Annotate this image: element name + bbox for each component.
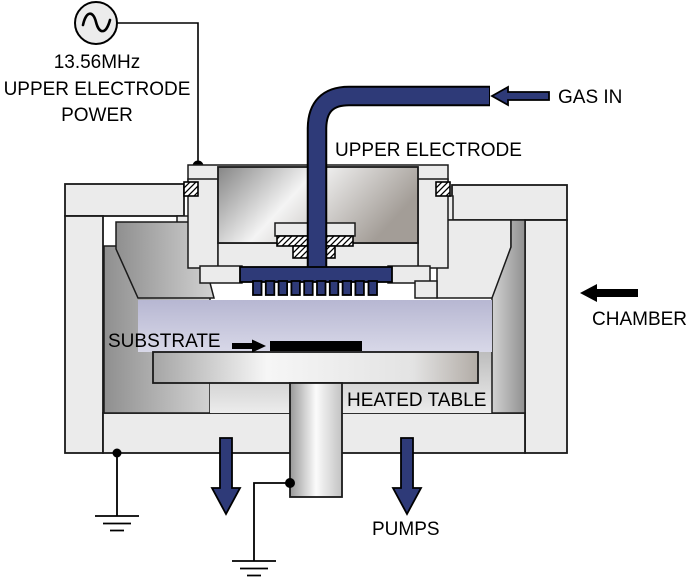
power-label-line2: UPPER ELECTRODE: [4, 79, 191, 100]
showerhead: [239, 266, 393, 296]
chamber-label: CHAMBER: [592, 309, 687, 330]
showerhead-tooth: [341, 280, 353, 296]
electrode-left-foot: [199, 265, 243, 284]
showerhead-tooth: [328, 280, 340, 296]
showerhead-tooth: [367, 280, 378, 296]
pumps-label: PUMPS: [372, 519, 440, 540]
power-label-line3: POWER: [61, 105, 133, 126]
substrate-arrow: [232, 339, 266, 353]
showerhead-manifold: [239, 266, 393, 283]
pump-arrow-right: [391, 437, 423, 516]
heated-table: [152, 351, 479, 384]
left-wall: [64, 215, 104, 454]
showerhead-tooth: [252, 280, 263, 296]
showerhead-tooth: [303, 280, 314, 296]
gas-in-arrow: [490, 85, 550, 107]
heated-table-label: HEATED TABLE: [347, 390, 486, 411]
right-wall: [524, 219, 568, 454]
pump-arrows: [210, 437, 423, 516]
chamber-ground: [95, 448, 139, 532]
substrate-bar: [270, 341, 362, 351]
right-insulator-spacer: [435, 181, 451, 197]
pedestal-column: [289, 382, 343, 498]
pedestal-ground: [232, 478, 295, 577]
right-top-flange: [451, 184, 568, 221]
gas-pipe-fill: [308, 87, 489, 272]
gas-pipe: [306, 85, 490, 272]
showerhead-tooth: [316, 280, 327, 296]
upper-electrode-label: UPPER ELECTRODE: [335, 140, 522, 161]
gas-in-label: GAS IN: [558, 87, 622, 108]
power-label-line1: 13.56MHz: [54, 52, 141, 73]
power-wire: [117, 22, 199, 164]
chamber-arrow: [580, 284, 638, 302]
showerhead-teeth: [252, 280, 378, 296]
showerhead-tooth: [264, 280, 276, 296]
heated-table-assembly: [152, 341, 479, 498]
substrate-label: SUBSTRATE: [108, 331, 221, 352]
ground-junction-dot: [285, 478, 295, 488]
electrode-right-foot-step: [414, 280, 438, 299]
left-insulator-spacer: [183, 181, 199, 197]
ground-symbol-icon: [232, 482, 290, 577]
left-top-flange: [64, 183, 185, 217]
pump-arrow-left: [210, 437, 242, 516]
showerhead-tooth: [277, 280, 289, 296]
sine-wave-icon: [81, 12, 112, 33]
ground-symbol-icon: [95, 453, 139, 532]
showerhead-tooth: [290, 280, 301, 296]
showerhead-tooth: [354, 280, 365, 296]
rf-power-source: 13.56MHz UPPER ELECTRODE POWER: [4, 1, 204, 172]
right-liner-wedge: [491, 219, 526, 414]
